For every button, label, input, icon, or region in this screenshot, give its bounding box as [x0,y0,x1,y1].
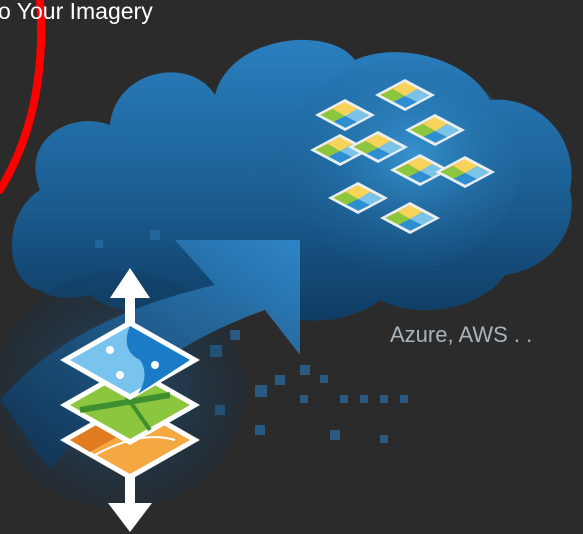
cloud-providers-caption: Azure, AWS . . [390,322,533,347]
highlight-arc [0,0,46,194]
up-down-arrow-icon [108,268,152,532]
map-layers-icon [60,320,200,480]
slide-title: o Your Imagery [0,0,153,24]
